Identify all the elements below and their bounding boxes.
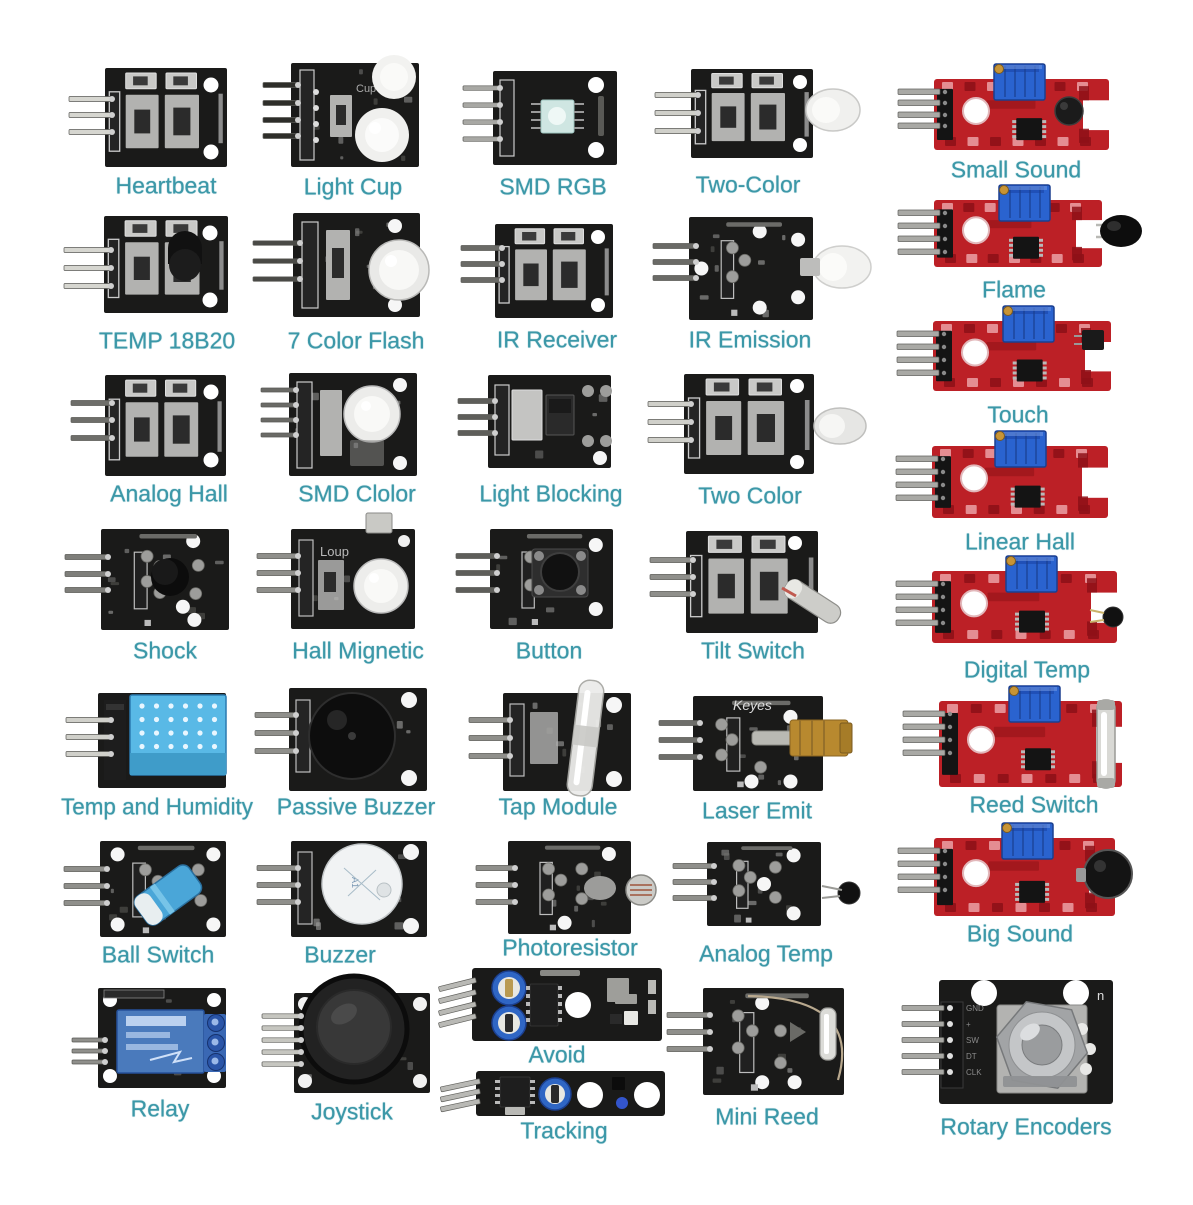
svg-text:Analog Hall: Analog Hall xyxy=(110,481,228,507)
svg-text:IR Receiver: IR Receiver xyxy=(497,327,617,353)
svg-text:Mini Reed: Mini Reed xyxy=(715,1104,819,1130)
svg-text:DT: DT xyxy=(966,1052,977,1061)
svg-text:Small Sound: Small Sound xyxy=(951,157,1081,183)
svg-text:n: n xyxy=(1097,988,1104,1003)
svg-text:Two Color: Two Color xyxy=(698,483,802,509)
svg-text:Tracking: Tracking xyxy=(520,1118,607,1144)
svg-text:Loup: Loup xyxy=(320,544,349,559)
svg-text:SMD Clolor: SMD Clolor xyxy=(298,481,416,507)
svg-text:CLK: CLK xyxy=(966,1068,982,1077)
svg-text:Temp and Humidity: Temp and Humidity xyxy=(61,794,253,820)
svg-text:Avoid: Avoid xyxy=(528,1042,585,1068)
svg-text:Passive Buzzer: Passive Buzzer xyxy=(277,794,436,820)
svg-text:A1: A1 xyxy=(350,877,360,888)
svg-text:Rotary Encoders: Rotary Encoders xyxy=(940,1114,1111,1140)
svg-text:Reed Switch: Reed Switch xyxy=(969,792,1098,818)
svg-text:IR Emission: IR Emission xyxy=(689,327,812,353)
svg-text:Heartbeat: Heartbeat xyxy=(115,173,217,199)
svg-text:TEMP 18B20: TEMP 18B20 xyxy=(99,328,235,354)
svg-text:GND: GND xyxy=(966,1004,984,1013)
svg-text:Tap Module: Tap Module xyxy=(499,794,618,820)
svg-text:Shock: Shock xyxy=(133,638,197,664)
svg-text:Ball Switch: Ball Switch xyxy=(102,942,214,968)
svg-text:Buzzer: Buzzer xyxy=(304,942,376,968)
svg-text:Keyes: Keyes xyxy=(733,697,772,713)
svg-text:Button: Button xyxy=(516,638,583,664)
svg-text:7 Color Flash: 7 Color Flash xyxy=(288,328,425,354)
svg-text:+: + xyxy=(966,1020,971,1029)
svg-text:Linear Hall: Linear Hall xyxy=(965,529,1075,555)
svg-text:Cup: Cup xyxy=(356,83,376,95)
svg-text:Light Cup: Light Cup xyxy=(304,174,402,200)
svg-text:Analog Temp: Analog Temp xyxy=(699,941,833,967)
svg-text:Laser Emit: Laser Emit xyxy=(702,798,813,824)
svg-text:Touch: Touch xyxy=(987,402,1048,428)
svg-text:Hall Mignetic: Hall Mignetic xyxy=(292,638,424,664)
svg-text:Tilt Switch: Tilt Switch xyxy=(701,638,805,664)
svg-text:Relay: Relay xyxy=(131,1096,190,1122)
svg-text:Photoresistor: Photoresistor xyxy=(502,935,638,961)
svg-text:Big Sound: Big Sound xyxy=(967,921,1073,947)
svg-text:Light Blocking: Light Blocking xyxy=(479,481,622,507)
svg-text:SW: SW xyxy=(966,1036,979,1045)
svg-text:Joystick: Joystick xyxy=(311,1099,393,1125)
svg-text:Flame: Flame xyxy=(982,277,1046,303)
svg-text:Digital Temp: Digital Temp xyxy=(964,657,1090,683)
svg-text:SMD RGB: SMD RGB xyxy=(499,174,606,200)
svg-text:Two-Color: Two-Color xyxy=(696,172,801,198)
